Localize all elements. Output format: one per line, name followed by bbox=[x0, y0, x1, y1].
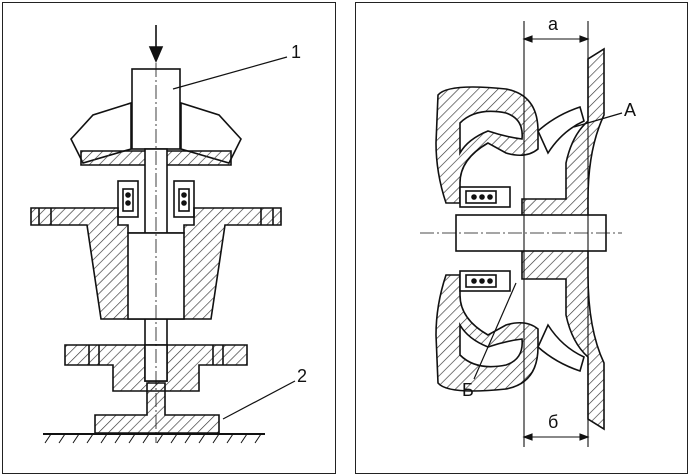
impeller-blade-lower bbox=[537, 323, 585, 373]
leader-2 bbox=[222, 380, 296, 420]
housing-upper bbox=[435, 86, 539, 204]
leader-A bbox=[573, 112, 623, 128]
callout-A-label: А bbox=[624, 100, 637, 120]
press-force-arrow bbox=[148, 25, 164, 64]
dimension-b-label: б bbox=[548, 412, 559, 432]
callout-B-label: Б bbox=[462, 380, 474, 400]
left-panel-pump-press-diagram: 1 2 bbox=[2, 2, 336, 474]
dimension-a bbox=[522, 35, 590, 43]
impeller-blade-upper bbox=[537, 105, 585, 155]
right-drawing bbox=[420, 21, 623, 447]
housing-lower bbox=[435, 274, 539, 392]
callout-1-label: 1 bbox=[291, 42, 302, 62]
dimension-b bbox=[522, 433, 590, 441]
dimension-a-label: а bbox=[548, 14, 559, 34]
leader-1 bbox=[172, 56, 288, 90]
right-panel-impeller-clearance-diagram: а б А Б bbox=[355, 2, 688, 474]
leader-B bbox=[473, 282, 517, 380]
left-drawing bbox=[30, 25, 296, 444]
callout-2-label: 2 bbox=[297, 366, 308, 386]
